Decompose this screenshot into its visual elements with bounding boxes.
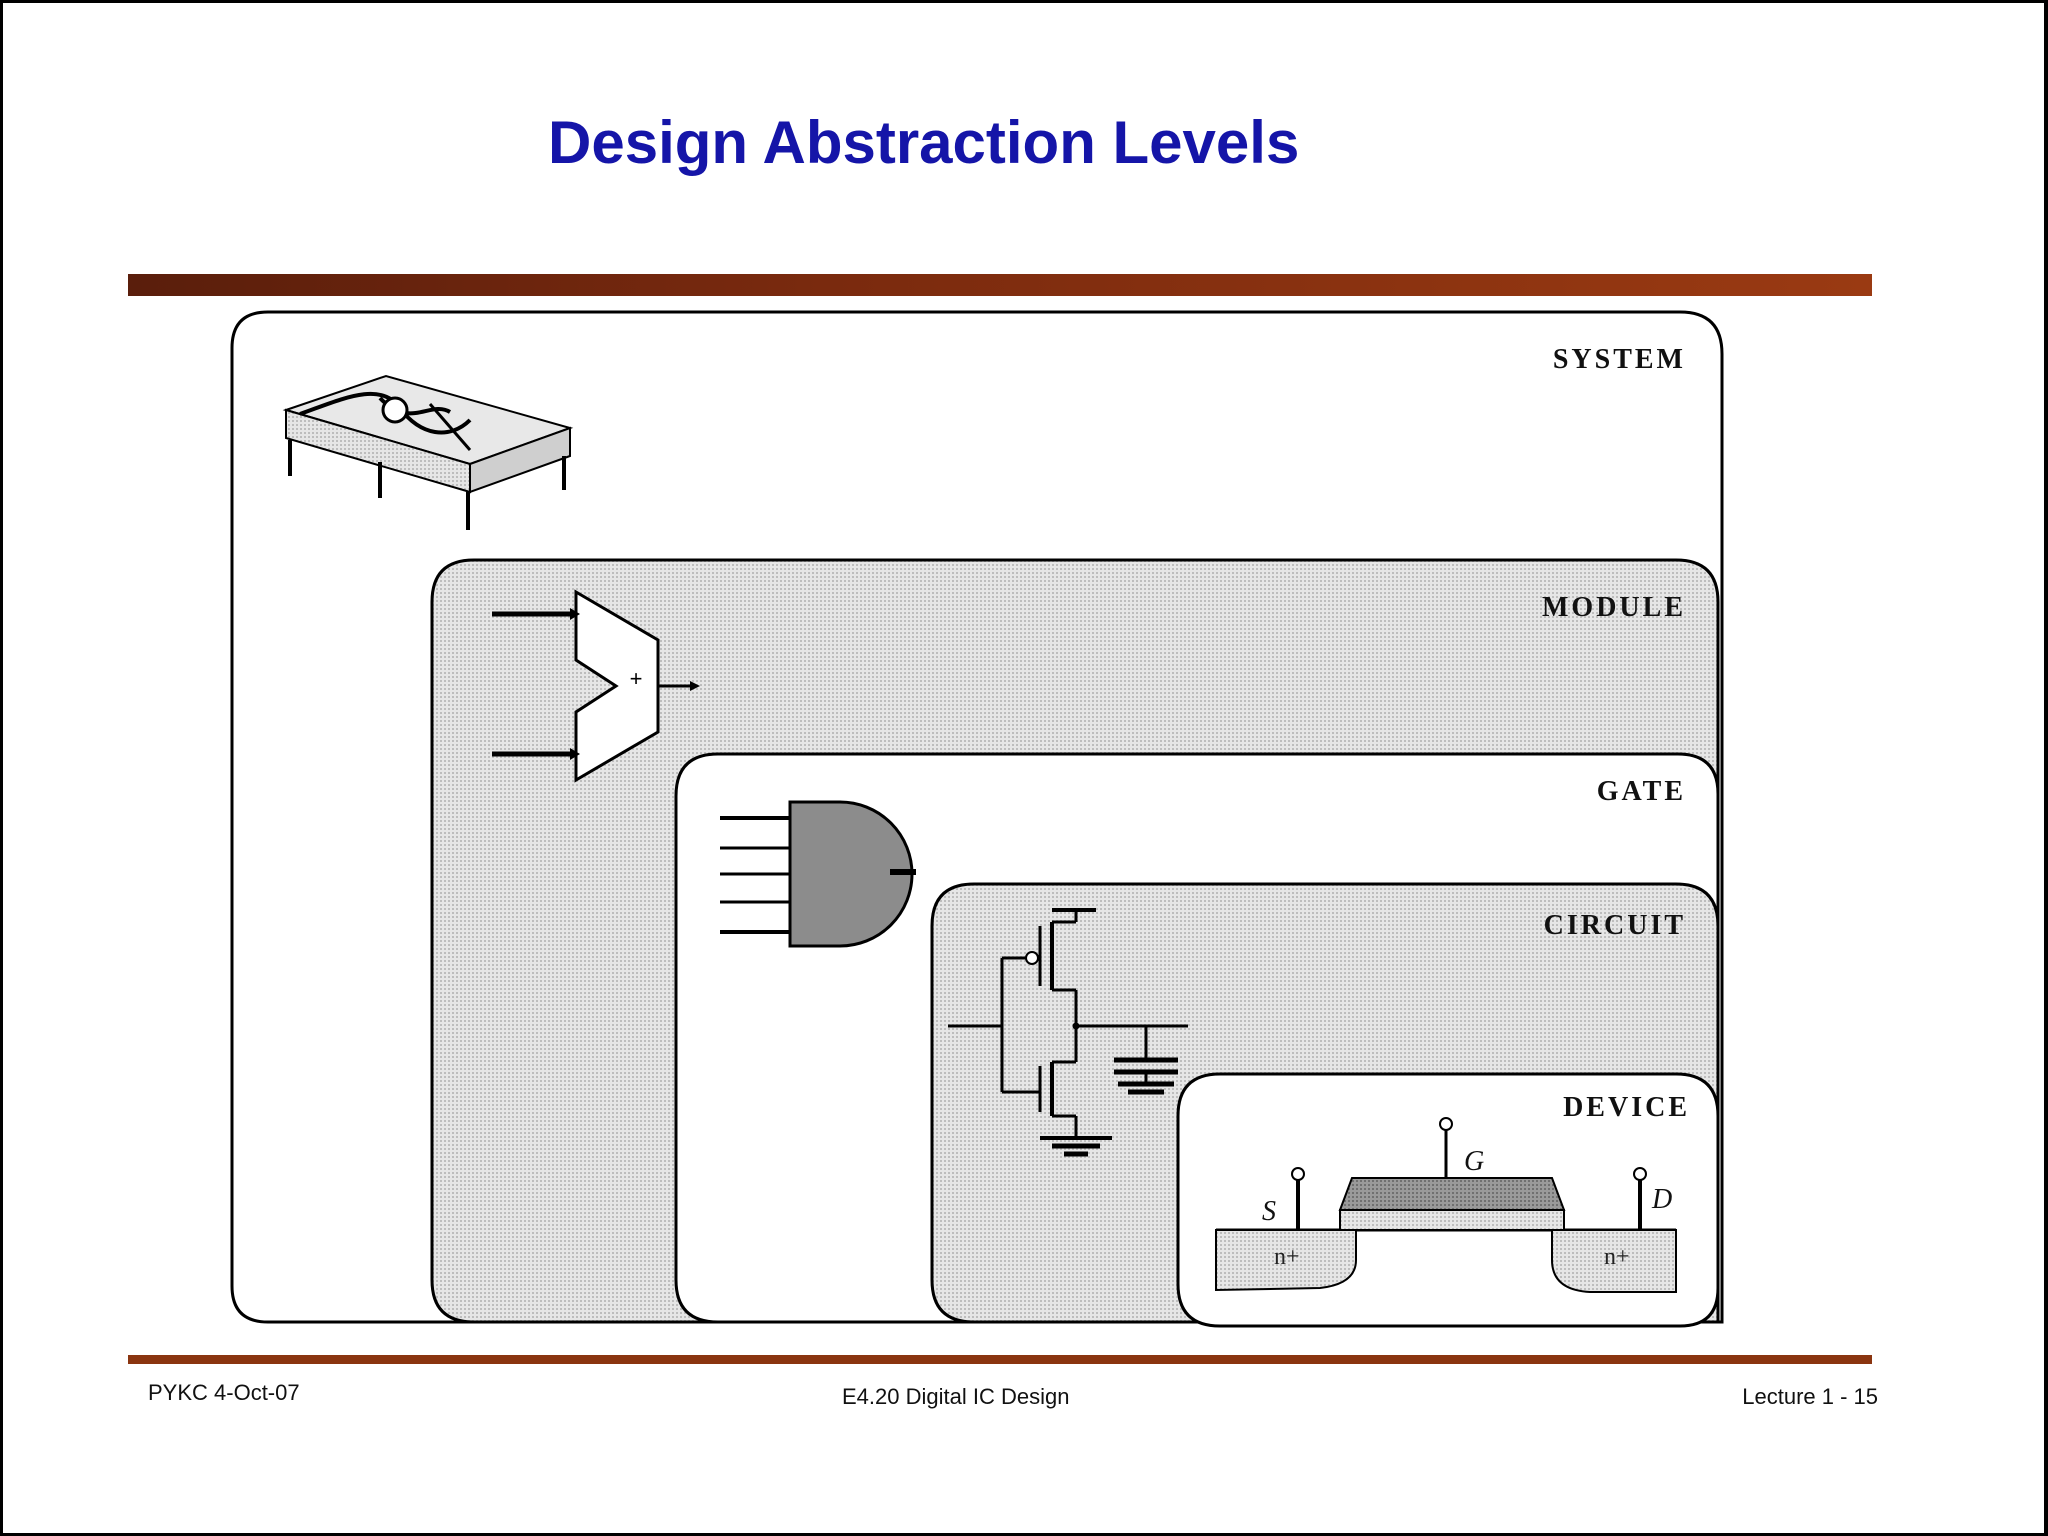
circuit-label: CIRCUIT — [1544, 910, 1686, 941]
adder-icon: + — [492, 589, 700, 783]
and-gate-icon — [720, 800, 916, 948]
footer-course-title: E4.20 Digital IC Design — [842, 1384, 1070, 1409]
source-diffusion-label: n+ — [1274, 1244, 1300, 1270]
adder-plus-label: + — [630, 666, 643, 691]
module-label: MODULE — [1542, 592, 1686, 623]
device-label: DEVICE — [1563, 1092, 1690, 1123]
mosfet-cross-section-icon: S G D n+ n+ — [1215, 1117, 1677, 1293]
source-terminal-label: S — [1262, 1196, 1276, 1227]
gate-label: GATE — [1597, 776, 1686, 807]
system-label: SYSTEM — [1553, 344, 1686, 375]
footer-author-date: PYKC 4-Oct-07 — [148, 1380, 300, 1405]
chip-package-icon — [282, 374, 574, 530]
gate-terminal-label: G — [1464, 1146, 1484, 1177]
drain-diffusion-label: n+ — [1604, 1244, 1630, 1270]
title-divider — [128, 274, 1872, 296]
footer-page-number: Lecture 1 - 15 — [1742, 1384, 1878, 1409]
device-level: DEVICE S G D n+ n+ — [1176, 1072, 1720, 1328]
cmos-inverter-icon — [948, 908, 1188, 1157]
slide-title: Design Abstraction Levels — [548, 109, 1300, 176]
footer-divider — [128, 1355, 1872, 1364]
drain-terminal-label: D — [1651, 1184, 1672, 1215]
